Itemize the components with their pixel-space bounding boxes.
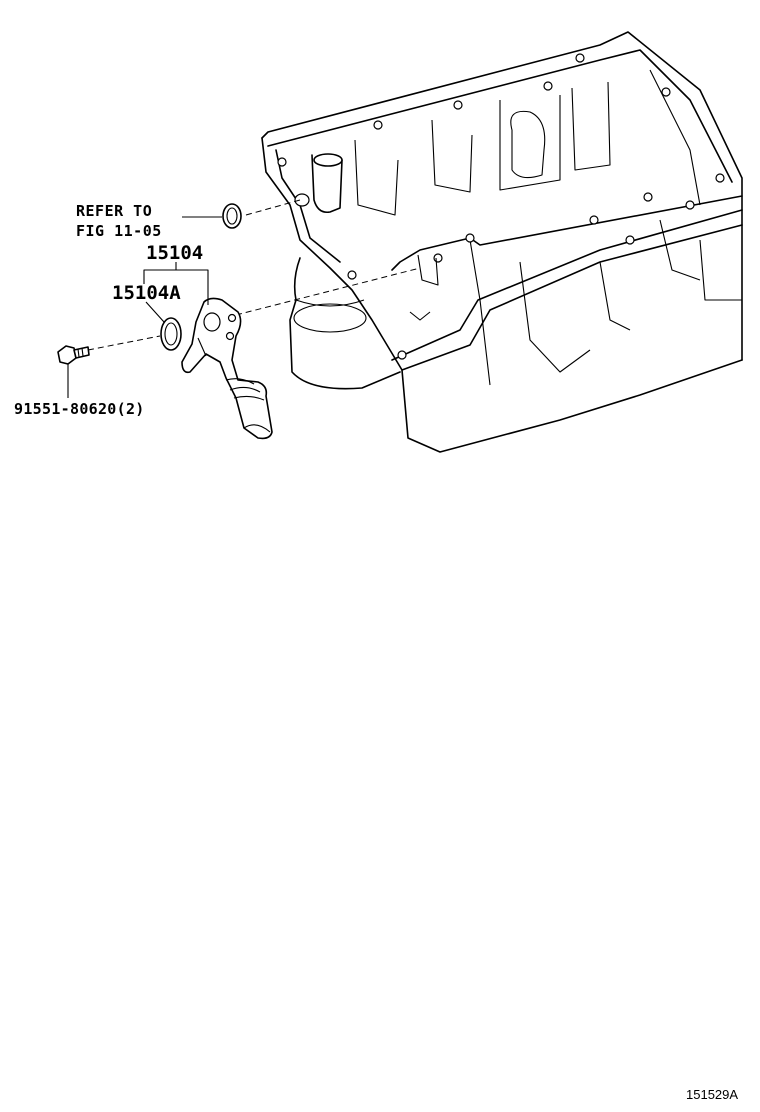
gasket-15104A (160, 317, 182, 351)
part-number-bolt: 91551-80620(2) (14, 400, 145, 418)
refer-to-label: REFER TO FIG 11-05 (76, 204, 162, 239)
part-number-15104: 15104 (146, 242, 204, 264)
bolt-91551-80620 (57, 345, 90, 365)
oil-strainer-15104 (181, 297, 273, 440)
leader-strainer-dash (235, 267, 421, 316)
callout-leaders (67, 262, 209, 398)
figure-id: 151529A (686, 1087, 739, 1102)
leader-bolt-dash (87, 335, 161, 351)
refer-to-line2: FIG 11-05 (76, 222, 162, 240)
ref-gasket-ring (182, 203, 242, 229)
engine-block (261, 31, 743, 453)
refer-to-line1: REFER TO (76, 202, 153, 220)
part-number-15104A: 15104A (112, 282, 181, 304)
